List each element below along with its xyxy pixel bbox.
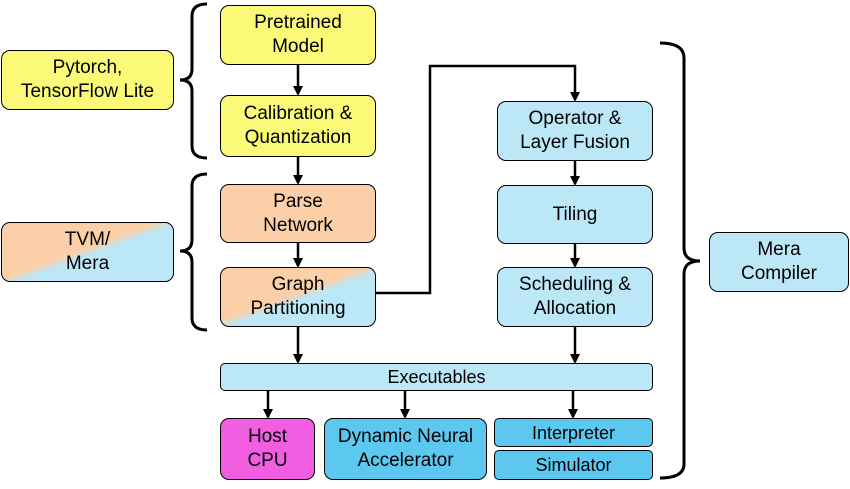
- bracket-mera-compiler: [659, 41, 701, 480]
- label-tvm-mera: TVM/ Mera: [1, 222, 174, 282]
- node-pretrained-model: Pretrained Model: [220, 5, 376, 65]
- node-simulator: Simulator: [494, 450, 653, 480]
- node-calibration-quantization: Calibration & Quantization: [220, 95, 376, 157]
- label-mera-compiler: Mera Compiler: [709, 232, 849, 292]
- node-host-cpu: Host CPU: [220, 418, 315, 480]
- bracket-frameworks: [179, 2, 208, 160]
- node-dynamic-neural-accelerator: Dynamic Neural Accelerator: [324, 418, 487, 480]
- node-interpreter: Interpreter: [494, 418, 653, 447]
- node-tiling: Tiling: [497, 185, 653, 244]
- arrow-partitioning-to-fusion: [376, 64, 580, 295]
- node-parse-network: Parse Network: [220, 184, 376, 243]
- bracket-tvm-mera: [179, 172, 208, 332]
- label-frameworks: Pytorch, TensorFlow Lite: [1, 50, 174, 110]
- node-executables: Executables: [220, 363, 653, 391]
- node-graph-partitioning: Graph Partitioning: [220, 267, 376, 327]
- node-scheduling-allocation: Scheduling & Allocation: [497, 267, 653, 327]
- node-operator-layer-fusion: Operator & Layer Fusion: [497, 101, 653, 161]
